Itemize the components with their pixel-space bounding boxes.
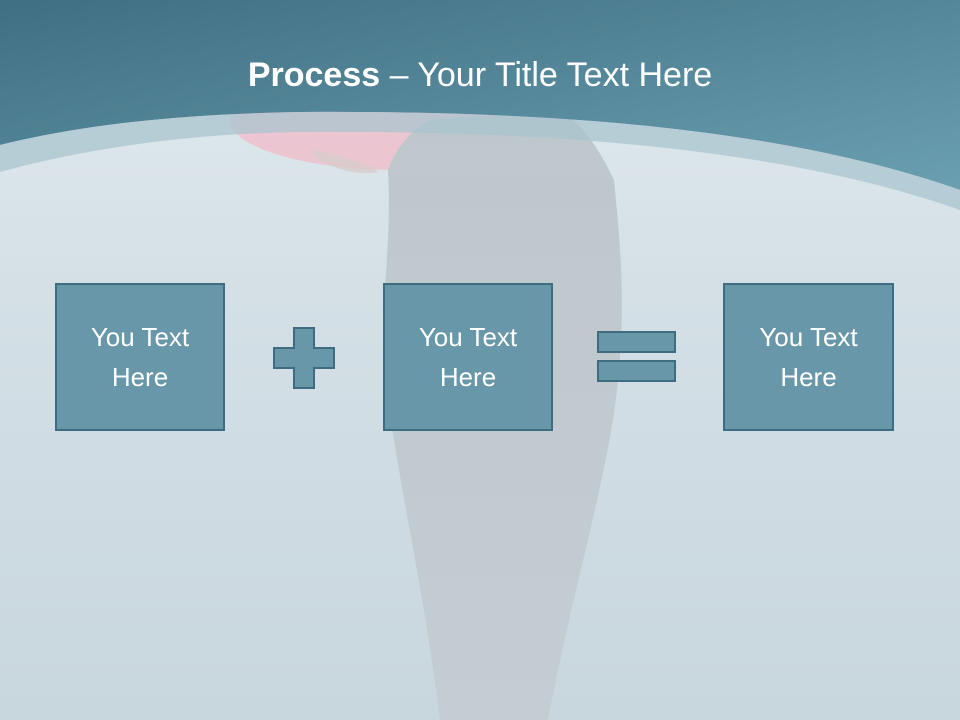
process-box-3-label: You Text Here: [759, 322, 858, 392]
plus-icon: [273, 327, 335, 389]
equals-icon: [597, 331, 676, 382]
title-bold: Process: [247, 56, 381, 94]
header-band: [0, 0, 960, 190]
process-box-2[interactable]: You Text Here: [383, 283, 553, 431]
page-title: Process – Your Title Text Here: [0, 50, 960, 100]
process-box-2-label: You Text Here: [418, 322, 518, 392]
process-box-1-label: You Text Here: [90, 322, 190, 392]
title-rest: – Your Title Text Here: [380, 56, 713, 94]
header-arc: [0, 111, 960, 210]
process-box-3[interactable]: You Text Here: [723, 283, 894, 431]
process-box-1[interactable]: You Text Here: [55, 283, 225, 431]
